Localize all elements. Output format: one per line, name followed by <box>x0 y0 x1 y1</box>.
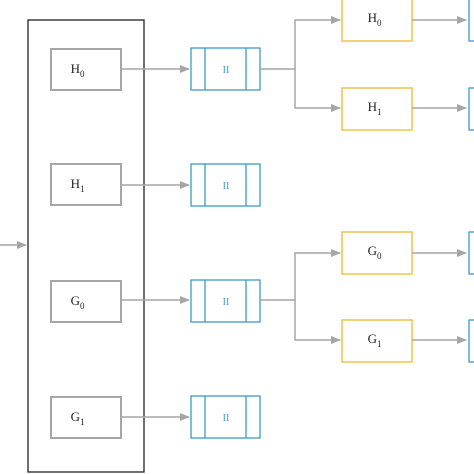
bank-filter-g1-sub: 1 <box>80 417 85 427</box>
stage2-filter-g1-label: G <box>368 331 377 346</box>
downsampler-2-label: II <box>223 181 230 192</box>
filter-bank-frame <box>27 19 145 473</box>
bank-filter-g0-sub: 0 <box>80 301 85 311</box>
downsampler-2 <box>190 163 261 207</box>
branch-1-lower <box>294 69 341 112</box>
downsampler-edge-4 <box>468 319 474 363</box>
branch-3-lower <box>294 300 341 344</box>
stage2-filter-g1-sub: 1 <box>377 339 382 349</box>
downsampler-edge-2 <box>468 87 474 131</box>
downsampler-edge-1 <box>468 0 474 42</box>
downsampler-3-label: II <box>223 297 230 308</box>
bank-filter-g1: G 1 <box>50 396 122 439</box>
branch-3-upper <box>260 249 341 301</box>
stage2-filter-h1-label: H <box>368 99 377 114</box>
downsampler-3 <box>190 279 261 323</box>
downsampler-4 <box>190 395 261 439</box>
bank-filter-g0-label: G <box>71 293 80 308</box>
stage2-filter-h0: H 0 <box>341 0 413 42</box>
bank-filter-h0-sub: 0 <box>80 69 85 79</box>
downsampler-edge-3 <box>468 231 474 275</box>
stage2-filter-g0: G 0 <box>341 231 413 275</box>
bank-filter-h1-sub: 1 <box>80 184 85 194</box>
downsampler-4-label: II <box>223 413 230 424</box>
bank-filter-h0: H 0 <box>50 48 122 91</box>
bank-filter-h1-label: H <box>71 176 80 191</box>
stage2-filter-g0-sub: 0 <box>377 251 382 261</box>
stage2-filter-g1: G 1 <box>341 319 413 363</box>
bank-filter-g1-label: G <box>71 409 80 424</box>
downsampler-1-label: II <box>223 65 230 76</box>
stage2-filter-g0-label: G <box>368 243 377 258</box>
stage2-filter-h0-sub: 0 <box>377 18 382 28</box>
downsampler-1 <box>190 47 261 91</box>
bank-filter-g0: G 0 <box>50 280 122 323</box>
bank-filter-h1: H 1 <box>50 163 122 206</box>
stage2-filter-h1-sub: 1 <box>377 107 382 117</box>
branch-1-upper <box>260 16 341 70</box>
stage2-filter-h0-label: H <box>368 10 377 25</box>
bank-filter-h0-label: H <box>71 61 80 76</box>
stage2-filter-h1: H 1 <box>341 87 413 131</box>
